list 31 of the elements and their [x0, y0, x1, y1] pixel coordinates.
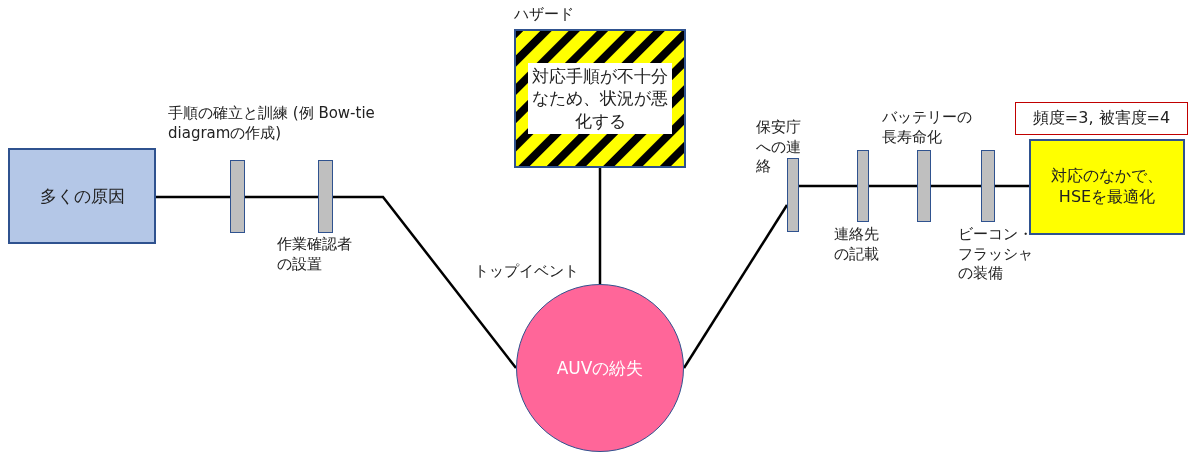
box-label: 多くの原因: [39, 184, 125, 208]
connector-line: [598, 168, 602, 284]
consequence-box: [1029, 139, 1185, 235]
barrier-label: 保安庁への連絡: [756, 118, 802, 177]
connector-line: [156, 195, 230, 199]
connector-line: [995, 184, 1029, 188]
barrier-label: 連絡先の記載: [834, 225, 880, 264]
barrier-bar: [787, 158, 799, 232]
connector-line: [682, 204, 789, 369]
rating-box: [1015, 102, 1188, 135]
barrier-bar: [917, 150, 931, 222]
hazard-description: 対応手順が不十分なため、状況が悪化する: [528, 63, 672, 134]
hazard-heading: ハザード: [514, 5, 574, 24]
connector-line: [931, 184, 981, 188]
barrier-bar: [318, 160, 333, 233]
connector-line: [245, 195, 318, 199]
rating-label: 頻度=3, 被害度=4: [1032, 108, 1171, 129]
barrier-bar: [981, 150, 995, 222]
barrier-bar: [857, 150, 869, 222]
event-caption: トップイベント: [474, 262, 580, 282]
event-label: AUVの紛失: [556, 356, 644, 380]
barrier-label: 作業確認者の設置: [277, 235, 353, 274]
barrier-bar: [230, 160, 245, 233]
barrier-label: ビーコン・フラッシャの装備: [958, 225, 1034, 284]
barrier-label: バッテリーの長寿命化: [882, 108, 973, 147]
cause-box: [8, 148, 156, 244]
connector-line: [333, 195, 517, 369]
box-label: 対応のなかで、HSEを最適化: [1050, 166, 1164, 208]
connector-line: [869, 184, 917, 188]
connector-line: [799, 184, 857, 188]
barrier-label: 手順の確立と訓練 (例 Bow-tie diagramの作成): [168, 104, 376, 143]
